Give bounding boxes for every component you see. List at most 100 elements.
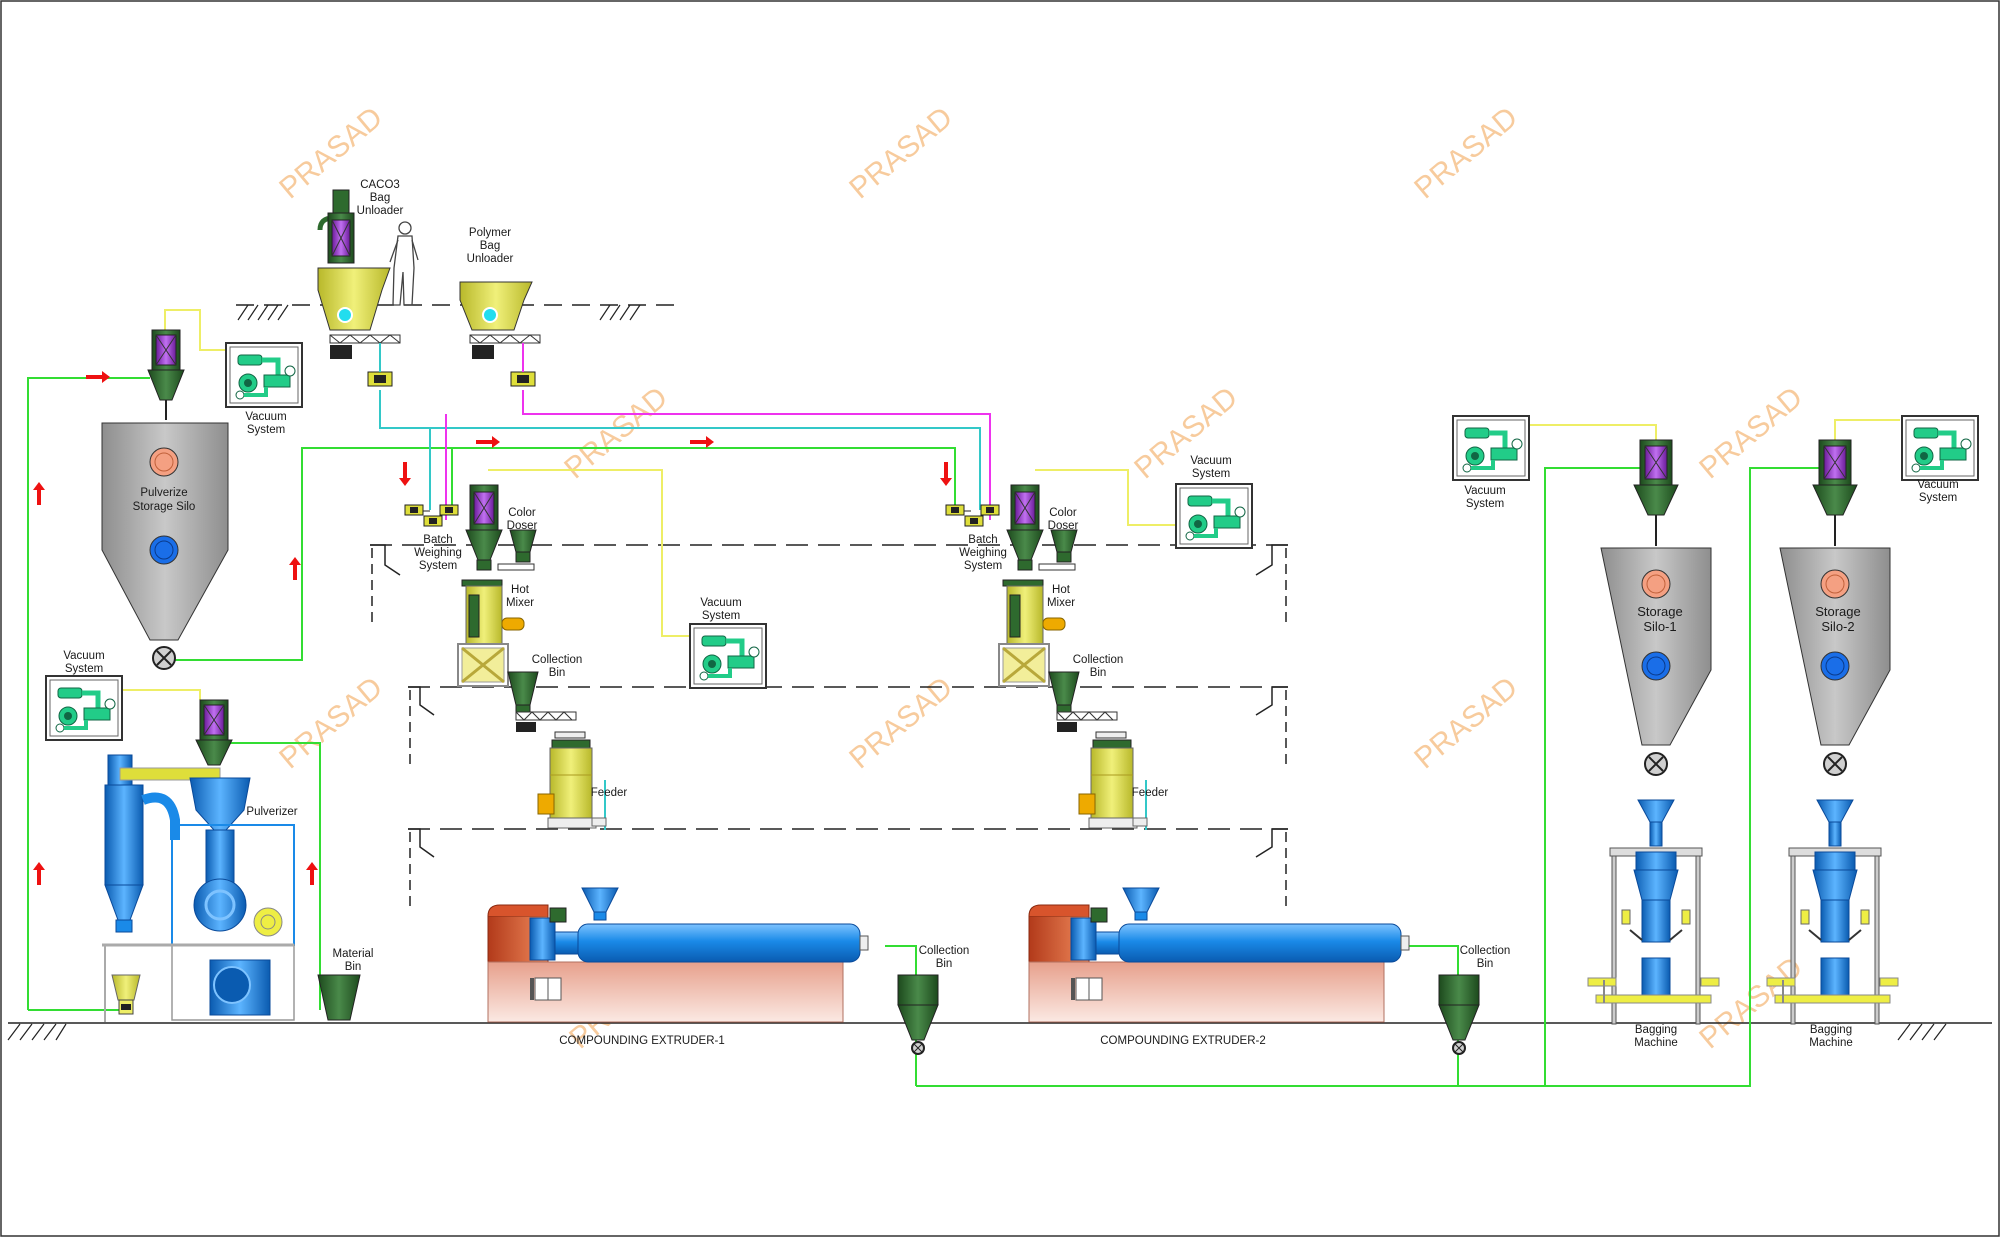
vacuum-label-5-line2: System [1466, 498, 1504, 510]
pulverizer-filter-receiver [195, 699, 233, 766]
compounding-line-2 [945, 484, 1480, 1055]
batch-weighing-2-receiver [950, 484, 1044, 571]
extruder-2-collection-bin [1438, 974, 1480, 1055]
hot-mixer-2-label-line1: Hot [1052, 584, 1071, 596]
batch-weighing-2-label-line1: Batch [968, 534, 997, 546]
bagging-1-label-line2: Machine [1634, 1037, 1677, 1049]
collection-bin-ext2-label-line1: Collection [1460, 945, 1511, 957]
vacuum-label-6-line2: System [1919, 492, 1957, 504]
vacuum-systems [45, 342, 1979, 741]
bagging-1-label-line1: Bagging [1635, 1024, 1677, 1036]
batch-weighing-2-label-line2: Weighing [959, 547, 1007, 559]
collection-bin-ext1-label-line2: Bin [936, 958, 953, 970]
polymer-bag-unloader [459, 281, 541, 387]
collection-bin-ext2-label-line2: Bin [1477, 958, 1494, 970]
collection-bin-2-label-line2: Bin [1090, 667, 1107, 679]
caco3-label: CACO3 Bag Unloader [357, 179, 404, 217]
collection-bin-1-label-line1: Collection [532, 654, 583, 666]
color-doser-2 [1038, 529, 1078, 571]
compounding-line-1 [404, 484, 939, 1055]
polymer-label-line3: Unloader [467, 253, 514, 265]
polymer-label-line2: Bag [480, 240, 500, 252]
extruder-1-label: COMPOUNDING EXTRUDER-1 [559, 1035, 724, 1047]
bagging-2-label-line2: Machine [1809, 1037, 1852, 1049]
pulverizer-mill [102, 777, 295, 1022]
collection-bin-ext1-label-line1: Collection [919, 945, 970, 957]
storage-silo-1-label-line2: Silo-1 [1643, 619, 1676, 634]
vacuum-system-6-icon [1901, 415, 1979, 481]
caco3-label-line3: Unloader [357, 205, 404, 217]
vacuum-label-1-line1: Vacuum [245, 411, 286, 423]
compounding-lines [404, 484, 1480, 1055]
color-doser-1 [497, 529, 537, 571]
collection-bin-1 [507, 671, 586, 739]
polymer-label: Polymer Bag Unloader [467, 227, 514, 265]
material-bin-label-line1: Material [333, 948, 374, 960]
magenta-conveying-lines [445, 390, 991, 520]
material-bin-label-line2: Bin [345, 961, 362, 973]
hot-mixer-1 [457, 579, 525, 687]
caco3-bag-unloader [317, 189, 401, 359]
vacuum-label-4-line1: Vacuum [1190, 455, 1231, 467]
batch-weighing-1-label-line2: Weighing [414, 547, 462, 559]
color-doser-2-label-line2: Doser [1048, 520, 1079, 532]
feeder-1 [537, 739, 607, 829]
batch-weighing-1-valves [404, 504, 459, 527]
hot-mixer-1-label-line2: Mixer [506, 597, 534, 609]
hot-mixer-2-label-line2: Mixer [1047, 597, 1075, 609]
vacuum-label-6-line1: Vacuum [1917, 479, 1958, 491]
collection-bin-2-label-line1: Collection [1073, 654, 1124, 666]
vacuum-label-5-line1: Vacuum [1464, 485, 1505, 497]
pulverize-silo-label-line1: Pulverize [140, 487, 187, 499]
feeder-2-label: Feeder [1132, 787, 1169, 799]
extruder-2 [1028, 887, 1410, 1023]
yellow-vacuum-lines [115, 309, 1900, 700]
extruder-1-collection-bin [897, 974, 939, 1055]
feeder-1-label: Feeder [591, 787, 628, 799]
hot-mixer-2 [998, 579, 1066, 687]
extruder-1 [487, 887, 869, 1023]
storage-silo-1-label-line1: Storage [1637, 604, 1683, 619]
caco3-label-line1: CACO3 [360, 179, 400, 191]
ground-lines [7, 304, 1992, 1041]
bagging-machine-2 [1766, 799, 1899, 1025]
color-doser-1-label-line1: Color [508, 507, 536, 519]
storage-silo-2-label-line1: Storage [1815, 604, 1861, 619]
operator-figure-icon [389, 221, 419, 306]
polymer-label-line1: Polymer [469, 227, 511, 239]
batch-weighing-1-receiver [409, 484, 503, 571]
batch-weighing-2-valves [945, 504, 1000, 527]
collection-bin-2 [1048, 671, 1127, 739]
collection-bin-1-label-line2: Bin [549, 667, 566, 679]
pulverize-silo-label-line2: Storage Silo [133, 501, 196, 513]
vacuum-system-2-icon [45, 675, 123, 741]
vacuum-label-4-line2: System [1192, 468, 1230, 480]
vacuum-system-1-icon [225, 342, 303, 408]
color-doser-2-label-line1: Color [1049, 507, 1077, 519]
green-conveying-lines [27, 377, 1835, 1087]
pulverizer-cyclone [104, 754, 221, 933]
pulverize-storage-silo [101, 329, 229, 670]
storage-silo-2 [1779, 439, 1891, 776]
extruder-2-label: COMPOUNDING EXTRUDER-2 [1100, 1035, 1265, 1047]
batch-weighing-2-label-line3: System [964, 560, 1002, 572]
storage-and-bagging [1587, 439, 1899, 1025]
bagging-machine-1 [1587, 799, 1720, 1025]
vacuum-label-2-line2: System [65, 663, 103, 675]
color-doser-1-label-line2: Doser [507, 520, 538, 532]
vacuum-label-1-line2: System [247, 424, 285, 436]
material-bin [317, 974, 361, 1021]
platforms [370, 544, 1288, 830]
storage-silo-2-label-line2: Silo-2 [1821, 619, 1854, 634]
vacuum-system-5-icon [1452, 415, 1530, 481]
caco3-label-line2: Bag [370, 192, 390, 204]
flow-arrows [33, 371, 952, 885]
vacuum-label-3-line1: Vacuum [700, 597, 741, 609]
bagging-2-label-line1: Bagging [1810, 1024, 1852, 1036]
hot-mixer-1-label-line1: Hot [511, 584, 530, 596]
caco3-rotary-valve [367, 343, 393, 387]
storage-silo-1 [1600, 439, 1712, 776]
pulverizer-label: Pulverizer [246, 806, 297, 818]
